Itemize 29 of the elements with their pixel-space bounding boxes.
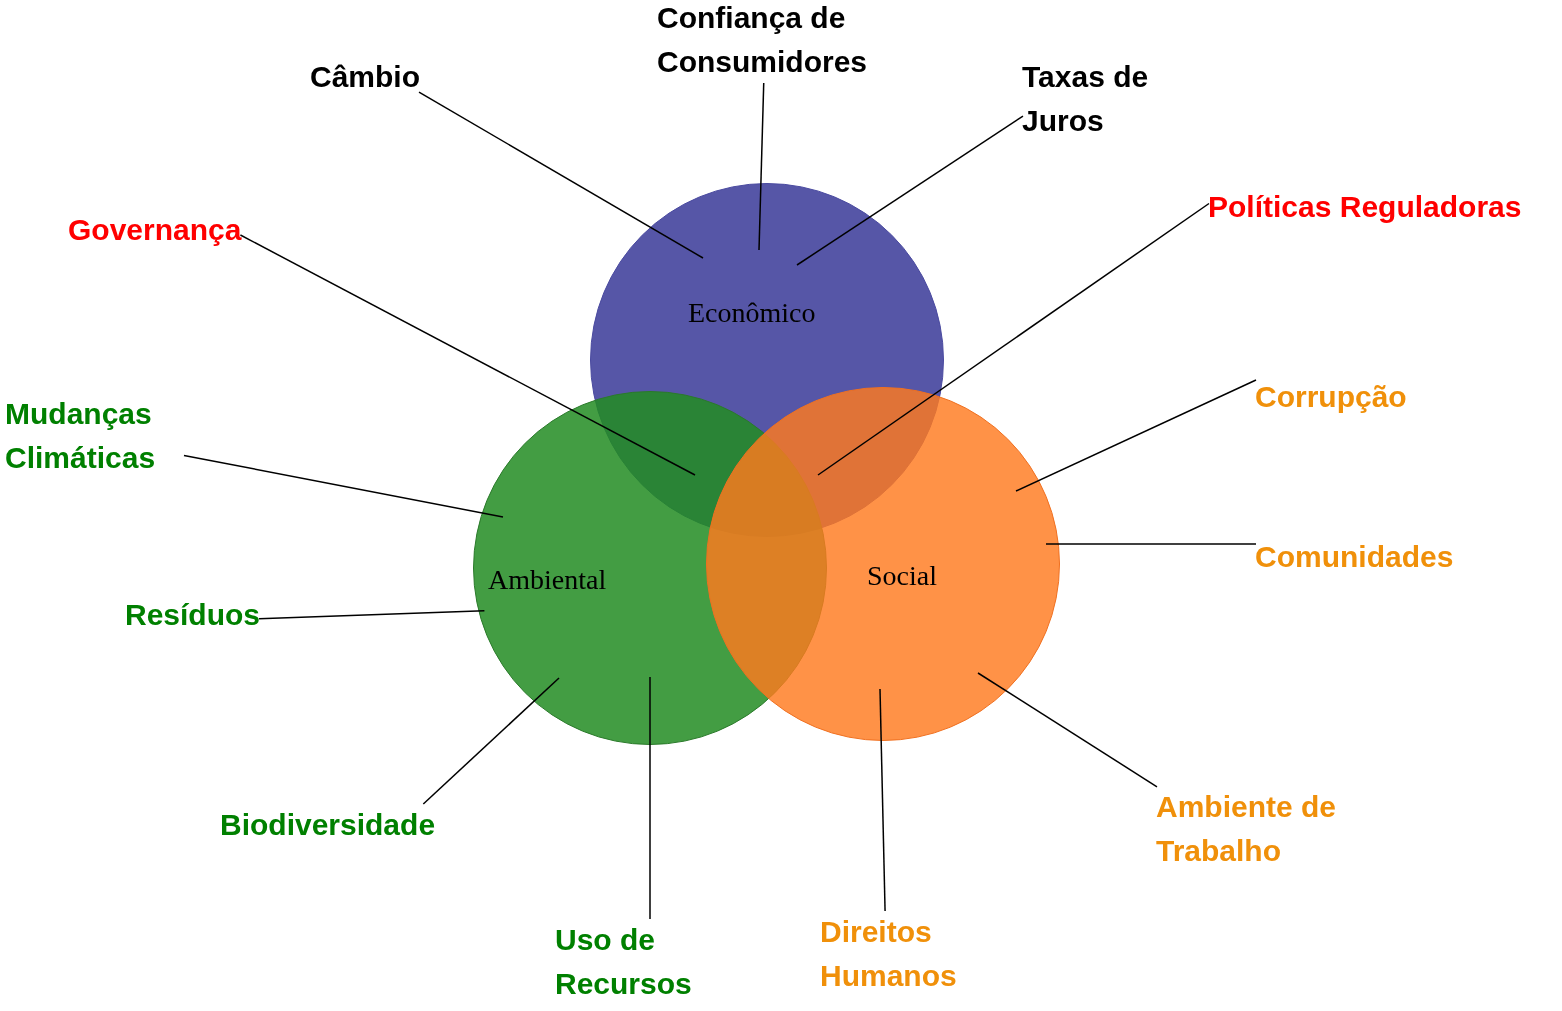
leader-line [758, 82, 765, 251]
leader-line [879, 688, 886, 912]
leader-line [817, 202, 1210, 476]
factor-label: Direitos Humanos [820, 910, 990, 998]
circle-label: Social [867, 560, 937, 592]
leader-line [258, 610, 486, 620]
factor-label: Comunidades [1255, 535, 1454, 579]
leader-line [418, 91, 704, 259]
factor-label: Uso de Recursos [555, 918, 715, 1006]
circle-label: Econômico [688, 297, 816, 329]
leader-line [1045, 543, 1257, 545]
factor-label: Resíduos [125, 593, 261, 637]
factor-label: Mudanças Climáticas [5, 392, 185, 480]
factor-label: Governança [68, 208, 242, 252]
leader-line [649, 676, 651, 920]
factor-label: Biodiversidade [220, 803, 436, 847]
leader-line [977, 672, 1158, 788]
circle-label: Ambiental [488, 564, 607, 596]
leader-line [796, 115, 1024, 266]
leader-line [422, 677, 560, 805]
leader-line [183, 454, 504, 518]
factor-label: Câmbio [310, 55, 420, 99]
leader-line [239, 234, 696, 476]
leader-line [1015, 379, 1257, 492]
factor-label: Políticas Reguladoras [1208, 185, 1522, 229]
factor-label: Confiança de Consumidores [657, 0, 897, 84]
factor-label: Ambiente de Trabalho [1156, 785, 1376, 873]
factor-label: Taxas de Juros [1022, 55, 1172, 143]
factor-label: Corrupção [1255, 375, 1407, 419]
